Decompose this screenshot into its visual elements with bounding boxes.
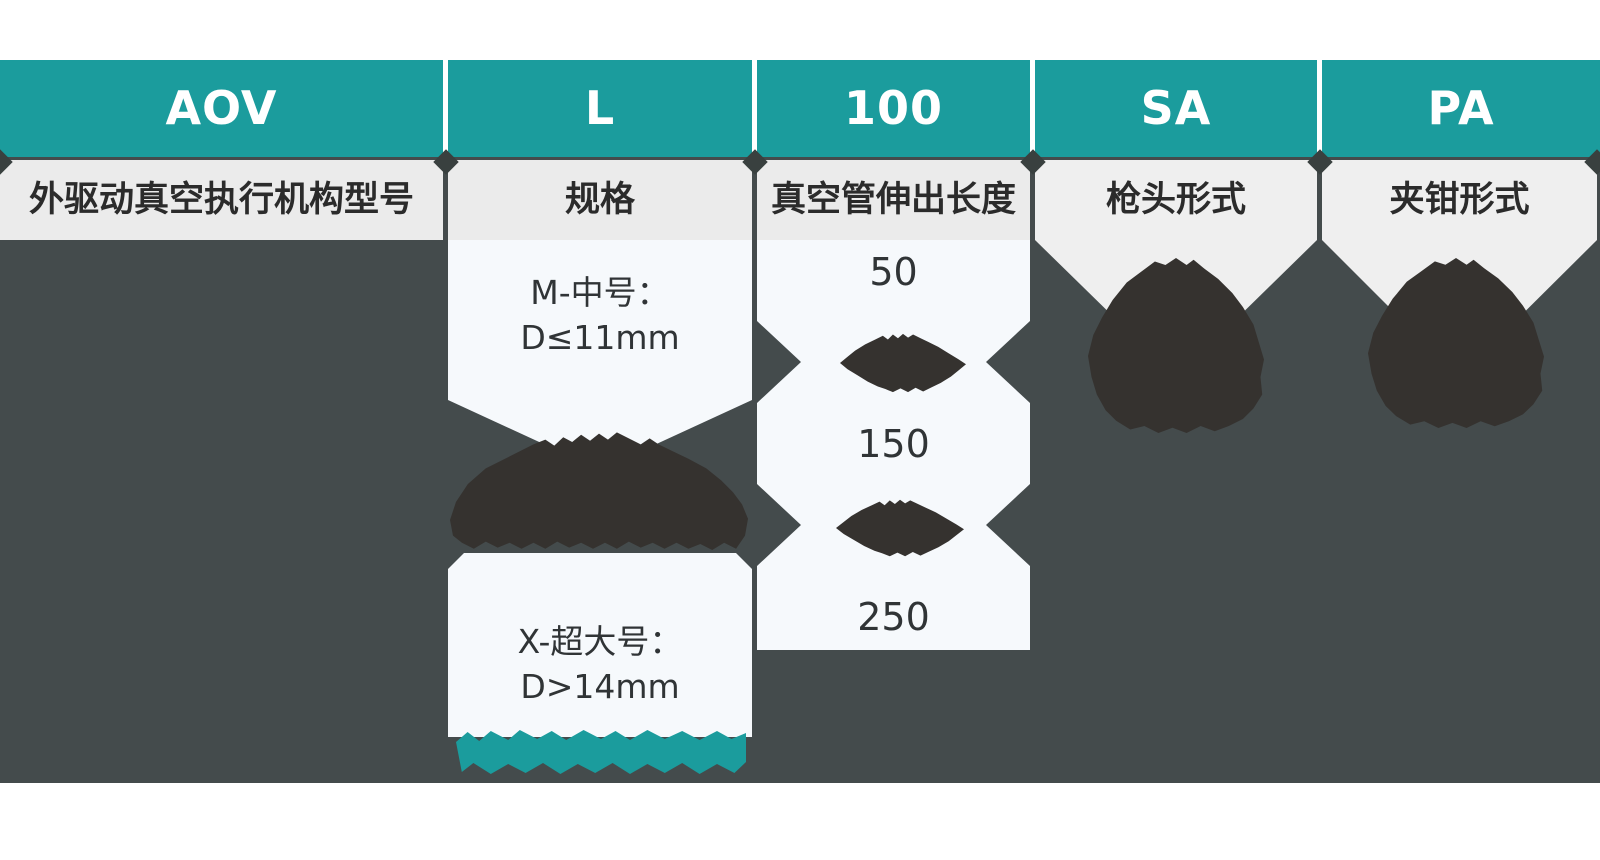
header-code-l: L xyxy=(448,60,752,157)
label-spec: 规格 xyxy=(448,160,752,240)
size-m-title: M-中号： xyxy=(530,273,670,312)
header-code-sa: SA xyxy=(1035,60,1317,157)
header-code-100: 100 xyxy=(757,60,1030,157)
size-x-detail: D>14mm xyxy=(520,667,680,706)
tube-length-150: 150 xyxy=(857,422,930,466)
size-x-title: X-超大号： xyxy=(517,622,683,661)
option-box-tube-lengths xyxy=(757,240,1030,650)
tube-length-50: 50 xyxy=(869,250,918,294)
label-tube-length: 真空管伸出长度 xyxy=(757,160,1030,240)
size-m-detail: D≤11mm xyxy=(520,318,680,357)
header-code-pa: PA xyxy=(1322,60,1600,157)
label-model-type: 外驱动真空执行机构型号 xyxy=(0,160,443,240)
option-box-size-x: X-超大号： D>14mm xyxy=(448,553,752,737)
tube-length-250: 250 xyxy=(857,595,930,639)
header-code-aov: AOV xyxy=(0,60,443,157)
